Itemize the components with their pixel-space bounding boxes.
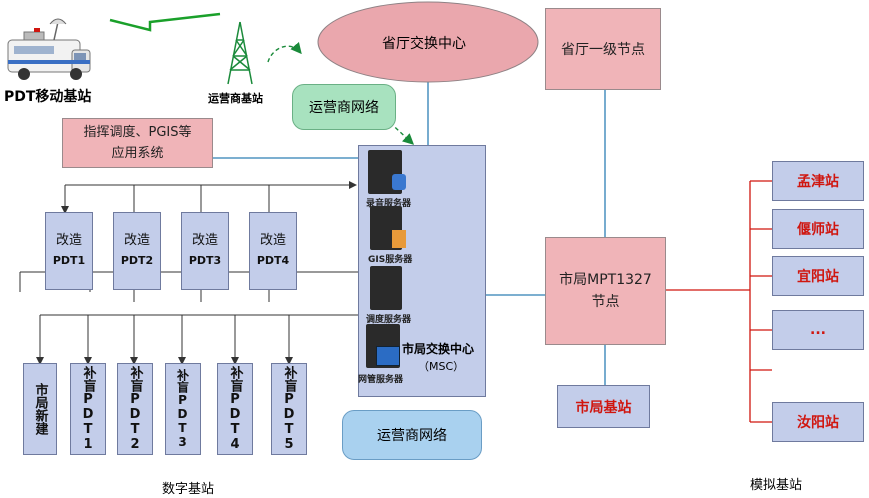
mpt-node-line1: 市局MPT1327	[559, 272, 652, 288]
analog-station-2: 偃师站	[772, 209, 864, 249]
digital-station-1: 市局新建	[23, 363, 57, 455]
pdt-upgrade-2-l1: 改造	[123, 233, 150, 248]
pdt-upgrade-4: 改造 PDT4	[249, 212, 297, 290]
pdt-upgrade-3-l2: PDT3	[188, 254, 222, 267]
city-station: 市局基站	[557, 385, 650, 428]
digital-footer: 数字基站	[162, 482, 215, 497]
tower-icon	[227, 21, 253, 85]
vehicle-label: PDT移动基站	[4, 89, 92, 105]
dispatch-system-line1: 指挥调度、PGIS等	[83, 125, 192, 140]
digital-station-3: 补盲PDT2	[117, 363, 153, 455]
analog-station-1: 孟津站	[772, 161, 864, 201]
pdt-upgrade-2: 改造 PDT2	[113, 212, 161, 290]
microphone-icon	[392, 174, 406, 190]
analog-station-4-label: ...	[810, 322, 826, 338]
mpt-node: 市局MPT1327 节点	[545, 237, 666, 345]
map-icon	[392, 230, 406, 248]
carrier-network-top: 运营商网络	[292, 84, 396, 130]
carrier-network-bottom-label: 运营商网络	[377, 428, 447, 444]
dispatch-server-icon	[370, 266, 402, 310]
carrier-network-bottom: 运营商网络	[342, 410, 482, 460]
digital-station-4: 补盲PDT3	[165, 363, 201, 455]
provincial-node: 省厅一级节点	[545, 8, 661, 90]
digital-station-3-label: 补盲PDT2	[127, 366, 143, 452]
carrier-network-top-label: 运营商网络	[309, 100, 379, 116]
provincial-center-shape	[317, 1, 539, 83]
digital-station-5-label: 补盲PDT4	[227, 366, 243, 452]
digital-station-5: 补盲PDT4	[217, 363, 253, 455]
msc-label-1: 市局交换中心	[402, 342, 475, 356]
pdt-upgrade-1-l1: 改造	[55, 233, 82, 248]
recording-server-label: 录音服务器	[366, 199, 412, 209]
pdt-upgrade-1: 改造 PDT1	[45, 212, 93, 290]
analog-station-5-label: 汝阳站	[797, 415, 839, 431]
analog-station-3-label: 宜阳站	[797, 269, 839, 285]
provincial-center-label: 省厅交换中心	[382, 36, 466, 52]
tower-label: 运营商基站	[208, 92, 263, 105]
gis-server-label: GIS服务器	[368, 255, 413, 265]
monitor-icon	[376, 346, 400, 366]
digital-station-2: 补盲PDT1	[70, 363, 106, 455]
mpt-node-line2: 节点	[591, 294, 620, 310]
city-station-label: 市局基站	[575, 399, 632, 416]
analog-station-2-label: 偃师站	[797, 222, 839, 238]
analog-station-5: 汝阳站	[772, 402, 864, 442]
pdt-upgrade-4-l2: PDT4	[256, 254, 290, 267]
analog-station-1-label: 孟津站	[797, 174, 839, 190]
pdt-upgrade-4-l1: 改造	[259, 233, 286, 248]
digital-station-6: 补盲PDT5	[271, 363, 307, 455]
dispatch-system-line2: 应用系统	[111, 146, 164, 161]
pdt-upgrade-3: 改造 PDT3	[181, 212, 229, 290]
pdt-upgrade-3-l1: 改造	[191, 233, 218, 248]
analog-station-3: 宜阳站	[772, 256, 864, 296]
pdt-upgrade-2-l2: PDT2	[120, 254, 154, 267]
msc-label-2: （MSC）	[418, 360, 465, 373]
analog-station-4: ...	[772, 310, 864, 350]
dispatch-server-label: 调度服务器	[366, 315, 412, 325]
digital-station-1-label: 市局新建	[32, 383, 48, 435]
digital-station-6-label: 补盲PDT5	[281, 366, 297, 452]
vehicle-icon	[7, 18, 91, 80]
dispatch-system: 指挥调度、PGIS等 应用系统	[62, 118, 213, 168]
provincial-node-label: 省厅一级节点	[561, 42, 645, 58]
nms-server-label: 网管服务器	[358, 375, 404, 385]
wireless-link	[109, 12, 221, 32]
digital-station-4-label: 补盲PDT3	[175, 369, 190, 449]
pdt-upgrade-1-l2: PDT1	[52, 254, 86, 267]
digital-station-2-label: 补盲PDT1	[80, 366, 96, 452]
analog-footer: 模拟基站	[750, 478, 803, 493]
